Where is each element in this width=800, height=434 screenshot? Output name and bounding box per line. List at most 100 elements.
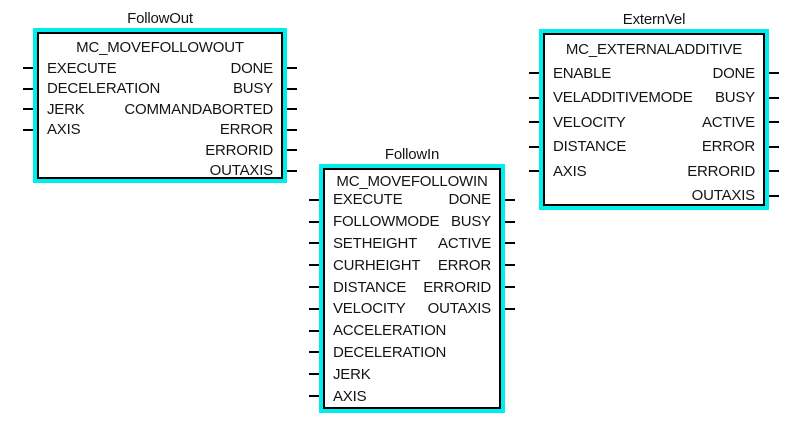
output-label: ERRORID: [687, 162, 755, 180]
block-instance-name[interactable]: FollowOut: [127, 10, 193, 27]
input-label: ACCELERATION: [333, 322, 447, 340]
output-pin[interactable]: [505, 286, 515, 289]
output-pin[interactable]: [505, 220, 515, 223]
output-label: OUTAXIS: [209, 162, 274, 180]
io-row: OUTAXIS: [39, 161, 297, 182]
block-instance-name[interactable]: ExternVel: [622, 11, 686, 28]
input-pin[interactable]: [529, 121, 539, 124]
io-row: JERK: [309, 363, 499, 385]
output-label: ACTIVE: [438, 234, 491, 252]
input-pin[interactable]: [309, 198, 319, 201]
output-pin[interactable]: [769, 121, 779, 124]
output-label: OUTAXIS: [691, 187, 756, 205]
output-label: DONE: [712, 64, 755, 82]
output-label: BUSY: [450, 213, 491, 231]
io-row: DECELERATION: [309, 342, 499, 364]
output-pin[interactable]: [505, 307, 515, 310]
output-label: ERROR: [437, 256, 491, 274]
block-io-rows: ENABLE DONE VELADDITIVEMODE BUSY VELOCITY ACT…: [529, 61, 779, 209]
output-label: ERRORID: [205, 141, 273, 159]
input-pin[interactable]: [309, 329, 319, 332]
output-pin[interactable]: [287, 108, 297, 111]
input-label: VELOCITY: [553, 113, 626, 131]
output-label: ERRORID: [423, 278, 491, 296]
output-pin[interactable]: [287, 149, 297, 152]
io-row: DISTANCE ERROR: [529, 135, 779, 160]
input-pin[interactable]: [309, 242, 319, 245]
io-row: OUTAXIS: [545, 184, 779, 209]
input-pin[interactable]: [529, 72, 539, 75]
input-pin[interactable]: [309, 264, 319, 267]
input-pin[interactable]: [529, 96, 539, 99]
input-label: JERK: [47, 100, 85, 118]
input-pin[interactable]: [529, 145, 539, 148]
io-row: AXIS: [309, 385, 499, 407]
input-pin[interactable]: [309, 351, 319, 354]
input-label: AXIS: [333, 387, 367, 405]
io-row: ERRORID: [39, 140, 297, 161]
input-label: FOLLOWMODE: [333, 213, 440, 231]
input-pin[interactable]: [309, 373, 319, 376]
output-pin[interactable]: [287, 128, 297, 131]
output-label: BUSY: [714, 89, 755, 107]
output-pin[interactable]: [769, 145, 779, 148]
output-pin[interactable]: [769, 72, 779, 75]
output-label: ACTIVE: [702, 113, 755, 131]
output-label: OUTAXIS: [427, 300, 492, 318]
block-instance-name[interactable]: FollowIn: [384, 146, 440, 163]
output-pin[interactable]: [287, 67, 297, 70]
io-row: VELOCITY OUTAXIS: [309, 298, 515, 320]
input-label: SETHEIGHT: [333, 234, 418, 252]
input-pin[interactable]: [309, 220, 319, 223]
output-label: ERROR: [219, 121, 273, 139]
output-pin[interactable]: [287, 87, 297, 90]
input-label: VELADDITIVEMODE: [553, 89, 693, 107]
input-pin[interactable]: [23, 128, 33, 131]
output-pin[interactable]: [769, 170, 779, 173]
input-label: ENABLE: [553, 64, 611, 82]
input-label: DISTANCE: [333, 278, 407, 296]
input-pin[interactable]: [23, 87, 33, 90]
output-label: ERROR: [701, 138, 755, 156]
io-row: VELOCITY ACTIVE: [529, 110, 779, 135]
input-pin[interactable]: [529, 170, 539, 173]
io-row: ACCELERATION: [309, 320, 499, 342]
io-row: JERK COMMANDABORTED: [23, 99, 297, 120]
io-row: FOLLOWMODE BUSY: [309, 211, 515, 233]
io-row: DISTANCE ERRORID: [309, 276, 515, 298]
output-pin[interactable]: [505, 198, 515, 201]
io-row: VELADDITIVEMODE BUSY: [529, 86, 779, 111]
input-pin[interactable]: [309, 395, 319, 398]
io-row: SETHEIGHT ACTIVE: [309, 233, 515, 255]
input-label: VELOCITY: [333, 300, 406, 318]
input-label: JERK: [333, 365, 371, 383]
input-label: EXECUTE: [333, 191, 403, 209]
output-pin[interactable]: [287, 169, 297, 172]
output-pin[interactable]: [769, 194, 779, 197]
input-pin[interactable]: [309, 307, 319, 310]
output-pin[interactable]: [769, 96, 779, 99]
output-pin[interactable]: [505, 264, 515, 267]
output-pin[interactable]: [505, 242, 515, 245]
input-pin[interactable]: [23, 67, 33, 70]
output-label: DONE: [230, 59, 273, 77]
io-row: AXIS ERRORID: [529, 159, 779, 184]
output-label: COMMANDABORTED: [124, 100, 273, 118]
input-label: DISTANCE: [553, 138, 627, 156]
input-pin[interactable]: [23, 108, 33, 111]
input-pin[interactable]: [309, 286, 319, 289]
input-label: AXIS: [553, 162, 587, 180]
io-row: ENABLE DONE: [529, 61, 779, 86]
